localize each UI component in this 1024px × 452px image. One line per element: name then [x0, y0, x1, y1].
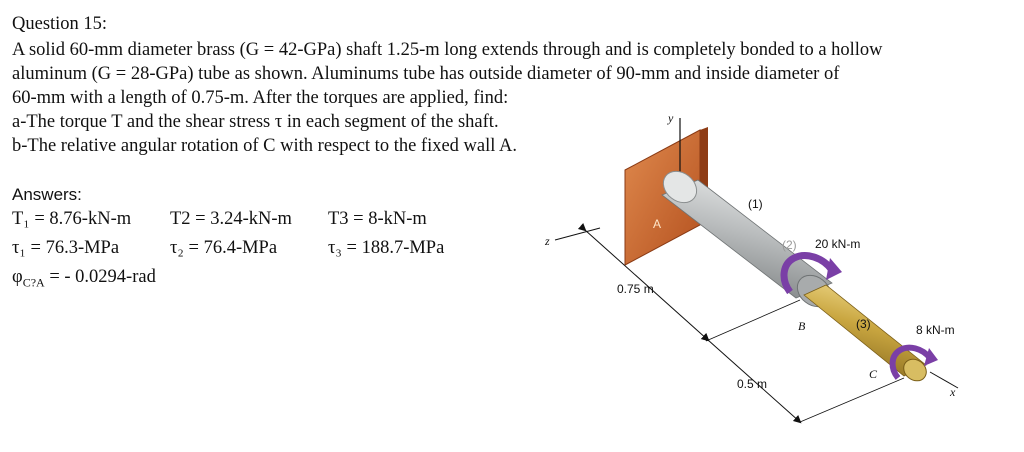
answer-tau3: τ₃ = 188.7-MPa: [328, 238, 445, 258]
axis-z-label: z: [544, 234, 550, 248]
answers-label: Answers:: [12, 185, 82, 204]
answer-t2: T2 = 3.24-kN-m: [170, 209, 292, 229]
answer-tau2: τ₂ = 76.4-MPa: [170, 238, 278, 258]
dimension-05: [700, 333, 905, 424]
brass-shaft: [803, 284, 927, 382]
segment-2-label: (2): [782, 238, 797, 252]
question-title: Question 15:: [12, 14, 108, 34]
question-line-4: a-The torque T and the shear stress τ in…: [12, 112, 499, 132]
point-b-label: B: [798, 319, 806, 333]
torque-b-label: 20 kN-m: [815, 237, 860, 251]
axis-y-label: y: [667, 111, 674, 125]
phi-symbol: φ: [12, 267, 23, 287]
dimension-len1: 0.75 m: [617, 282, 654, 296]
phi-subscript: C?A: [22, 275, 45, 290]
answer-tau1: τ₁ = 76.3-MPa: [12, 238, 120, 258]
question-line-1: A solid 60-mm diameter brass (G = 42-GPa…: [12, 40, 883, 60]
question-line-2: aluminum (G = 28-GPa) tube as shown. Alu…: [12, 64, 840, 84]
question-line-3: 60-mm with a length of 0.75-m. After the…: [12, 88, 509, 108]
segment-1-label: (1): [748, 197, 763, 211]
torque-arrow-c: [889, 344, 938, 380]
segment-3-label: (3): [856, 317, 871, 331]
question-line-5: b-The relative angular rotation of C wit…: [12, 136, 517, 156]
torque-arrow-b: [780, 252, 842, 295]
dimension-len2: 0.5 m: [737, 377, 767, 391]
point-a-label: A: [653, 217, 661, 231]
answer-t1: T₁ = 8.76-kN-m: [12, 209, 132, 229]
phi-value: = - 0.0294-rad: [49, 267, 156, 287]
z-axis-line: [554, 227, 601, 241]
answer-phi: φC?A = - 0.0294-rad: [12, 265, 156, 295]
answer-t3: T3 = 8-kN-m: [328, 209, 427, 229]
aluminum-tube: [661, 170, 833, 308]
torque-c-label: 8 kN-m: [916, 323, 955, 337]
point-c-label: C: [869, 367, 878, 381]
axis-x-label: x: [949, 385, 956, 399]
x-axis-line: [929, 371, 959, 389]
